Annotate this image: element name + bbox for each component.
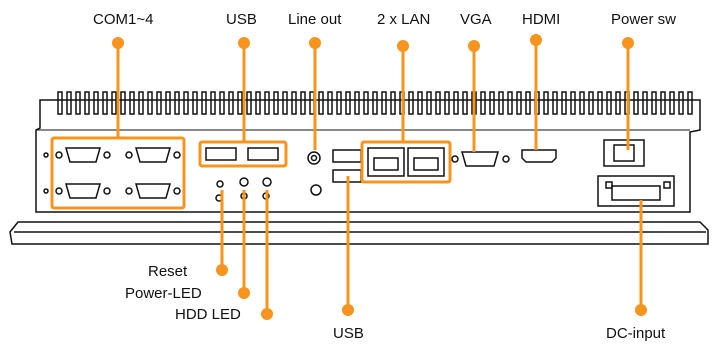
power-switch [603,139,645,167]
heatsink-fin [570,91,576,115]
heatsink-fin [255,91,261,115]
heatsink-fin [264,91,270,115]
heatsink-fin [687,91,693,115]
heatsink-fin [462,91,468,115]
heatsink-fin [120,91,126,115]
heatsink-fin [381,91,387,115]
heatsink-fins [57,91,693,115]
heatsink-fin [228,91,234,115]
heatsink-fin [102,91,108,115]
heatsink-fin [219,91,225,115]
heatsink-fin [183,91,189,115]
label-power-switch: Power sw [611,11,677,28]
label-hdmi: HDMI [522,11,561,28]
heatsink-fin [561,91,567,115]
heatsink-fin [147,91,153,115]
heatsink-fin [57,91,63,115]
label-usb-bottom: USB [333,325,364,342]
label-com-ports: COM1~4 [93,11,154,28]
heatsink-fin [291,91,297,115]
heatsink-fin [300,91,306,115]
heatsink-fin [345,91,351,115]
heatsink-fin [660,91,666,115]
heatsink-fin [192,91,198,115]
hdmi-port [521,149,557,163]
heatsink-fin [363,91,369,115]
audio-jacks [307,151,322,196]
heatsink-fin [480,91,486,115]
heatsink-fin [165,91,171,115]
heatsink-fin [615,91,621,115]
heatsink-fin [156,91,162,115]
label-lan: 2 x LAN [377,11,431,28]
heatsink-fin [426,91,432,115]
chassis-body [35,99,701,213]
dc-input-connector [597,175,675,207]
heatsink-fin [273,91,279,115]
heatsink-fin [507,91,513,115]
label-usb-top: USB [226,11,257,28]
heatsink-fin [336,91,342,115]
heatsink-fin [111,91,117,115]
label-dc-input: DC-input [606,325,666,342]
callout-dots [112,34,647,320]
heatsink-fin [309,91,315,115]
vga-port [451,151,510,167]
heatsink-fin [210,91,216,115]
heatsink-fin [435,91,441,115]
heatsink-fin [246,91,252,115]
heatsink-fin [174,91,180,115]
heatsink-fin [642,91,648,115]
heatsink-fin [372,91,378,115]
usb-ports-front [205,147,279,161]
heatsink-fin [597,91,603,115]
heatsink-fin [543,91,549,115]
base-plate [9,221,709,245]
heatsink-fin [525,91,531,115]
label-hdd-led: HDD LED [175,306,241,323]
label-reset: Reset [148,263,188,280]
heatsink-fin [444,91,450,115]
heatsink-fin [417,91,423,115]
label-power-led: Power-LED [125,285,202,302]
heatsink-fin [633,91,639,115]
heatsink-fin [498,91,504,115]
heatsink-fin [606,91,612,115]
heatsink-fin [390,91,396,115]
heatsink-fin [489,91,495,115]
heatsink-fin [453,91,459,115]
heatsink-fin [201,91,207,115]
heatsink-fin [678,91,684,115]
heatsink-fin [552,91,558,115]
label-vga: VGA [460,11,492,28]
heatsink-fin [237,91,243,115]
heatsink-fin [327,91,333,115]
heatsink-fin [129,91,135,115]
lan-highlight-box [360,140,452,184]
callouts [50,40,643,314]
heatsink-fin [669,91,675,115]
usb-highlight-box [198,140,288,168]
heatsink-fin [93,91,99,115]
heatsink-fin [75,91,81,115]
heatsink-fin [66,91,72,115]
heatsink-fin [318,91,324,115]
heatsink-fin [651,91,657,115]
lan-ports [367,147,445,177]
heatsink-fin [282,91,288,115]
com-ports [43,147,181,199]
heatsink-fin [138,91,144,115]
heatsink-fin [579,91,585,115]
label-line-out: Line out [288,11,342,28]
heatsink-fin [408,91,414,115]
heatsink-fin [354,91,360,115]
heatsink-fin [588,91,594,115]
heatsink-fin [516,91,522,115]
heatsink-fin [84,91,90,115]
